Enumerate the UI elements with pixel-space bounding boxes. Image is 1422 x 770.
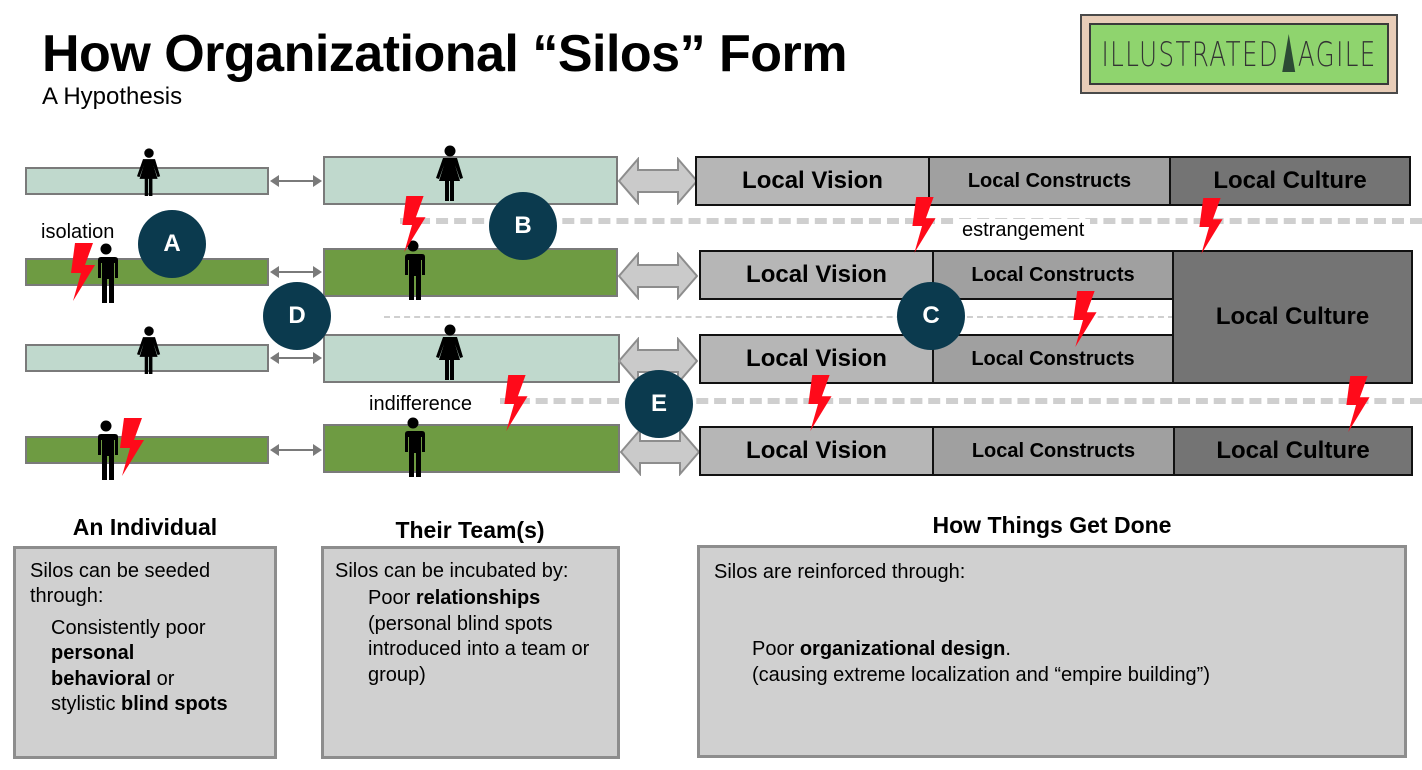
lightning-bolt-icon [69,243,95,301]
dashed-divider-estrangement [400,218,1422,224]
team-detail-text: (personal blind spots introduced into a … [368,612,590,686]
individual-text-or: or [151,667,175,690]
link-arrow-4 [270,444,322,456]
lightning-bolt-icon [1196,198,1224,254]
lightning-bolt-icon [1070,291,1098,347]
page-title: How Organizational “Silos” Form [42,25,848,83]
team-text-poor: Poor [368,587,416,610]
team-bar-3 [323,334,620,383]
individual-bar-4 [25,436,269,464]
marker-d: D [263,282,331,350]
woman-icon [136,148,162,196]
local-constructs-2: Local Constructs [932,250,1174,300]
label-indifference: indifference [369,393,477,416]
local-constructs-4: Local Constructs [932,426,1175,476]
link-arrow-1 [270,175,322,187]
dashed-divider-indifference [500,398,1422,404]
woman-icon [136,326,162,374]
lightning-bolt-icon [805,375,833,431]
team-bar-2 [323,248,618,297]
individual-bold-personal: personal [51,642,135,665]
org-bold-design: organizational design [799,638,1006,661]
team-detail: Poor relationships (personal blind spots… [335,586,606,688]
label-estrangement: estrangement [956,219,1091,242]
woman-icon [435,145,465,201]
local-constructs-3: Local Constructs [932,334,1174,384]
org-text-period: . [1005,638,1011,661]
marker-c: C [897,282,965,350]
panel-org: Silos are reinforced through: Poor organ… [697,545,1407,758]
lightning-bolt-icon [399,196,427,252]
dashed-divider-team [384,316,1174,318]
local-vision-4: Local Vision [699,426,934,476]
panel-individual: Silos can be seeded through: Consistentl… [13,546,277,759]
panel-team: Silos can be incubated by: Poor relation… [321,546,620,759]
marker-a: A [138,210,206,278]
local-vision-1: Local Vision [695,156,930,206]
lightning-bolt-icon [909,197,937,253]
team-intro: Silos can be incubated by: [335,560,569,582]
section-title-org: How Things Get Done [932,512,1172,538]
org-detail-text: (causing extreme localization and “empir… [752,663,1210,686]
individual-intro: Silos can be seeded through: [30,560,211,608]
local-vision-2: Local Vision [699,250,934,300]
pine-tree-icon [1281,33,1295,72]
marker-b: B [489,192,557,260]
section-title-individual: An Individual [72,514,218,540]
individual-line-1: Consistently poor [51,616,206,639]
man-icon [91,243,121,303]
lightning-bolt-icon [1343,376,1371,432]
individual-text-stylistic: stylistic [51,692,121,715]
marker-e: E [625,370,693,438]
lightning-bolt-icon [118,418,144,476]
individual-detail: Consistently poor personal behavioral or… [30,616,260,718]
double-arrow-icon [618,157,698,205]
page-subtitle: A Hypothesis [42,83,183,110]
individual-bold-behavioral: behavioral [51,667,152,690]
individual-bold-blind-spots: blind spots [121,692,228,715]
logo-text: ILLUSTRATED AGILE [1101,33,1377,75]
logo-text-left: ILLUSTRATED [1101,34,1280,75]
local-culture-1: Local Culture [1169,156,1411,206]
logo-text-right: AGILE [1297,34,1377,75]
local-culture-shared: Local Culture [1172,250,1413,384]
lightning-bolt-icon [501,375,529,431]
local-culture-4: Local Culture [1173,426,1413,476]
woman-icon [435,324,465,380]
label-isolation: isolation [41,221,115,243]
double-arrow-icon [618,252,698,300]
illustrated-agile-logo: ILLUSTRATED AGILE [1080,14,1398,94]
link-arrow-3 [270,352,322,364]
section-title-team: Their Team(s) [395,517,545,543]
team-bold-relationships: relationships [415,587,541,610]
man-icon [398,417,428,477]
man-icon [91,420,121,480]
team-bar-4 [323,424,620,473]
link-arrow-2 [270,266,322,278]
team-bar-1 [323,156,618,205]
local-constructs-1: Local Constructs [928,156,1171,206]
org-text-poor: Poor [752,638,800,661]
org-detail: Poor organizational design. (causing ext… [714,637,1390,688]
org-intro: Silos are reinforced through: [714,561,966,583]
